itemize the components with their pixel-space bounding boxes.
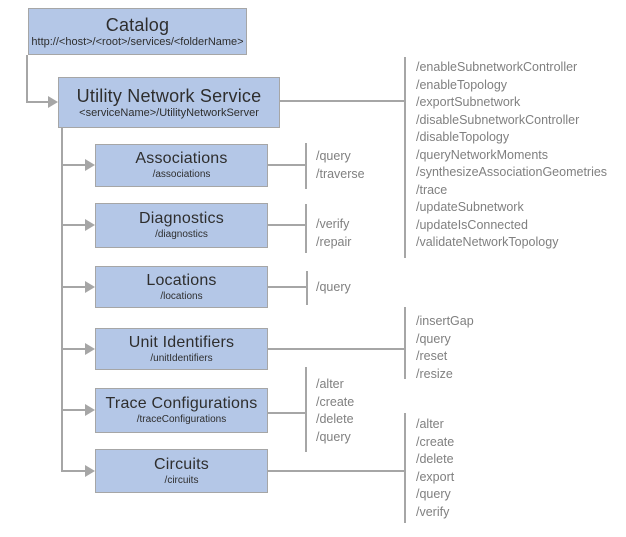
node-circuits-title: Circuits <box>154 455 209 473</box>
node-utility-network-service: Utility Network Service <serviceName>/Ut… <box>58 77 280 128</box>
op-item: /query <box>316 149 351 163</box>
op-item: /verify <box>416 504 450 519</box>
op-item: /enableTopology <box>416 77 508 92</box>
ops-tick-unit-identifiers <box>404 307 406 379</box>
ops-connector-diagnostics <box>268 224 306 226</box>
arrowhead-diagnostics-icon <box>85 219 95 231</box>
ops-list-service: /enableSubnetworkController /enableTopol… <box>416 59 607 252</box>
node-associations: Associations /associations <box>95 144 268 187</box>
connector-service-spine <box>61 128 63 472</box>
ops-list-locations: /query <box>316 279 351 297</box>
ops-tick-locations <box>306 271 308 305</box>
node-unit-identifiers-title: Unit Identifiers <box>128 333 235 351</box>
node-locations-title: Locations <box>146 271 217 289</box>
op-item: /trace <box>416 182 448 197</box>
node-diagnostics-path: /diagnostics <box>155 229 208 241</box>
node-associations-path: /associations <box>152 169 211 181</box>
ops-connector-service <box>280 100 405 102</box>
connector-catalog-vertical <box>26 55 28 103</box>
ops-tick-circuits <box>404 413 406 523</box>
op-item: /export <box>416 469 455 484</box>
node-locations: Locations /locations <box>95 266 268 308</box>
ops-connector-associations <box>268 164 306 166</box>
ops-tick-associations <box>305 143 307 189</box>
arrowhead-circuits-icon <box>85 465 95 477</box>
op-item: /create <box>316 394 355 409</box>
branch-unit-identifiers-line <box>61 348 86 350</box>
node-circuits-path: /circuits <box>164 474 199 486</box>
node-associations-title: Associations <box>135 150 228 168</box>
op-item: /traverse <box>316 166 365 181</box>
op-item: /query <box>316 280 351 294</box>
ops-list-diagnostics: /verify /repair <box>316 216 351 251</box>
op-item: /exportSubnetwork <box>416 95 521 109</box>
op-item: /create <box>416 434 455 449</box>
op-item: /query <box>416 331 451 346</box>
node-utility-network-service-path: <serviceName>/UtilityNetworkServer <box>79 106 259 119</box>
op-item: /delete <box>416 452 454 466</box>
ops-connector-unit-identifiers <box>268 348 405 350</box>
op-item: /disableSubnetworkController <box>416 112 580 127</box>
arrowhead-unit-identifiers-icon <box>85 343 95 355</box>
ops-list-associations: /query /traverse <box>316 148 365 183</box>
op-item: /resize <box>416 366 453 381</box>
arrowhead-catalog-to-service-icon <box>48 96 58 108</box>
ops-connector-locations <box>268 286 307 288</box>
op-item: /reset <box>416 349 448 363</box>
op-item: /alter <box>316 377 344 391</box>
ops-list-trace-configurations: /alter /create /delete /query <box>316 376 354 446</box>
ops-list-circuits: /alter /create /delete /export /query /v… <box>416 416 454 521</box>
node-locations-path: /locations <box>160 290 203 302</box>
op-item: /enableSubnetworkController <box>416 60 578 74</box>
node-unit-identifiers: Unit Identifiers /unitIdentifiers <box>95 328 268 370</box>
arrowhead-associations-icon <box>85 159 95 171</box>
node-catalog-title: Catalog <box>105 14 170 35</box>
op-item: /updateIsConnected <box>416 217 528 232</box>
ops-connector-circuits <box>268 470 405 472</box>
branch-circuits-line <box>61 470 86 472</box>
node-trace-configurations: Trace Configurations /traceConfiguration… <box>95 388 268 433</box>
branch-trace-configurations-line <box>61 409 86 411</box>
op-item: /verify <box>316 217 350 231</box>
arrowhead-locations-icon <box>85 281 95 293</box>
ops-tick-diagnostics <box>305 204 307 253</box>
op-item: /query <box>416 487 451 501</box>
branch-diagnostics-line <box>61 224 86 226</box>
node-diagnostics: Diagnostics /diagnostics <box>95 203 268 248</box>
node-trace-configurations-path: /traceConfigurations <box>136 414 227 426</box>
node-catalog-url: http://<host>/<root>/services/<folderNam… <box>31 35 244 48</box>
op-item: /insertGap <box>416 314 474 328</box>
op-item: /validateNetworkTopology <box>416 235 559 249</box>
op-item: /synthesizeAssociationGeometries <box>416 165 608 179</box>
node-trace-configurations-title: Trace Configurations <box>105 395 258 413</box>
ops-connector-trace-configurations <box>268 412 306 414</box>
node-unit-identifiers-path: /unitIdentifiers <box>150 352 213 364</box>
op-item: /alter <box>416 417 444 431</box>
op-item: /repair <box>316 234 352 249</box>
branch-locations-line <box>61 286 86 288</box>
op-item: /updateSubnetwork <box>416 200 524 214</box>
node-utility-network-service-title: Utility Network Service <box>76 85 262 106</box>
node-circuits: Circuits /circuits <box>95 449 268 493</box>
op-item: /queryNetworkMoments <box>416 147 548 162</box>
connector-catalog-horizontal <box>26 101 49 103</box>
op-item: /delete <box>316 412 354 426</box>
ops-tick-service <box>404 57 406 258</box>
op-item: /disableTopology <box>416 130 510 144</box>
ops-list-unit-identifiers: /insertGap /query /reset /resize <box>416 313 474 383</box>
op-item: /query <box>316 429 351 444</box>
arrowhead-trace-configurations-icon <box>85 404 95 416</box>
ops-tick-trace-configurations <box>305 367 307 452</box>
node-catalog: Catalog http://<host>/<root>/services/<f… <box>28 8 247 55</box>
branch-associations-line <box>61 164 86 166</box>
node-diagnostics-title: Diagnostics <box>139 210 224 228</box>
